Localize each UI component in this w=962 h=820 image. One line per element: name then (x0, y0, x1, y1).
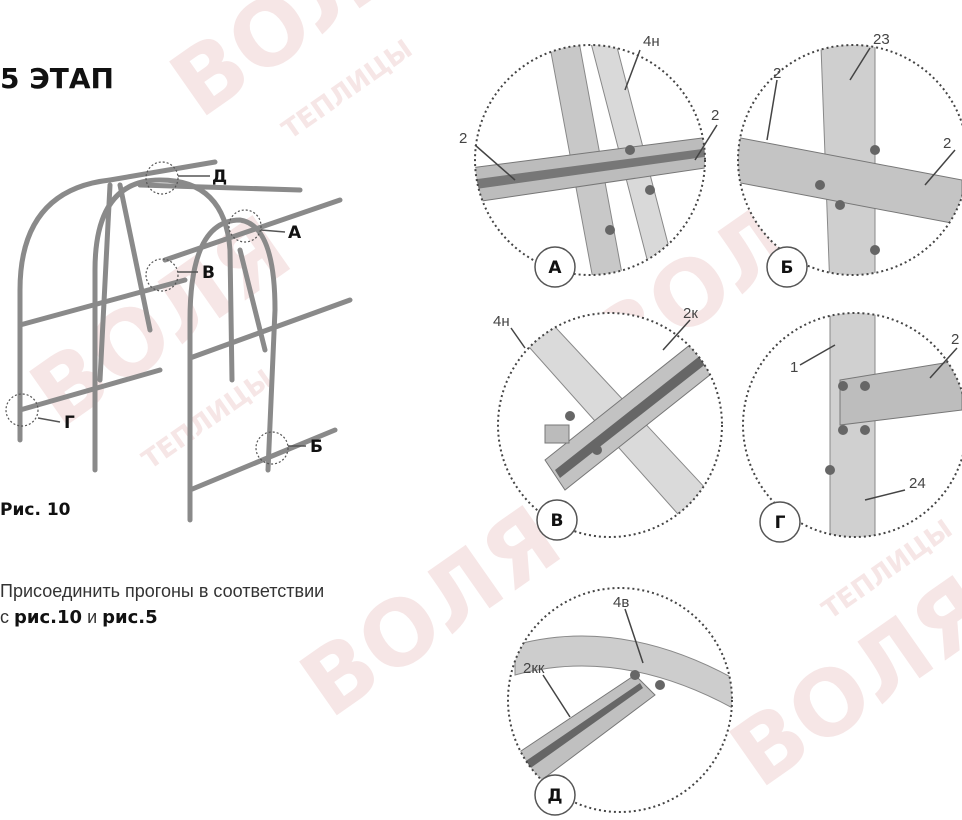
detail-a-label-top: 4н (643, 33, 660, 50)
detail-g-label-left: 1 (790, 359, 798, 376)
detail-b-badge: Б (781, 258, 794, 278)
marker-v-label: В (202, 263, 215, 283)
greenhouse-frame-figure: Д А В Г Б (5, 159, 353, 523)
detail-g-label-bottom: 24 (909, 475, 926, 492)
detail-g-badge: Г (775, 513, 786, 533)
detail-d-label-top: 4в (613, 594, 629, 611)
detail-v: 4н 2к В (485, 300, 735, 550)
detail-b: 2 23 2 Б (725, 20, 962, 290)
detail-v-drawing: 4н 2к В (493, 305, 723, 541)
instruction-ref-fig10: рис.10 (14, 607, 83, 628)
detail-g-drawing: 1 2 24 Г (742, 312, 962, 543)
detail-a-badge: А (548, 258, 562, 278)
figure-caption: Рис. 10 (0, 500, 71, 520)
marker-g-label: Г (64, 413, 75, 433)
detail-v-label-right: 2к (683, 305, 698, 322)
marker-a-label: А (288, 223, 302, 243)
instruction-text: Присоединить прогоны в соответствии с ри… (0, 578, 470, 631)
detail-g-label-right: 2 (951, 331, 959, 348)
detail-d-drawing: 4в 2кк Д (507, 587, 733, 816)
instruction-connector: и (82, 607, 103, 627)
detail-a-drawing: 2 4н 2 А (459, 33, 719, 288)
marker-d-label: Д (212, 167, 227, 187)
detail-d-badge: Д (547, 786, 562, 806)
detail-d-label-left: 2кк (523, 660, 545, 677)
detail-b-drawing: 2 23 2 Б (737, 31, 962, 288)
stage-title: 5 ЭТАП (0, 62, 114, 95)
detail-g: 1 2 24 Г (735, 300, 962, 550)
detail-a-label-left: 2 (459, 130, 467, 147)
instruction-ref-fig5: рис.5 (102, 607, 158, 628)
detail-d: 4в 2кк Д (495, 575, 745, 820)
detail-a-label-right: 2 (711, 107, 719, 124)
instruction-prefix: с (0, 607, 15, 627)
detail-v-badge: В (551, 511, 564, 531)
detail-b-label-top: 23 (873, 31, 890, 48)
detail-a: 2 4н 2 А (455, 20, 725, 290)
detail-b-label-right: 2 (943, 135, 951, 152)
marker-b-label: Б (310, 437, 323, 457)
instruction-line1: Присоединить прогоны в соответствии (0, 581, 325, 601)
detail-b-label-left: 2 (773, 65, 781, 82)
detail-v-label-left: 4н (493, 313, 510, 330)
